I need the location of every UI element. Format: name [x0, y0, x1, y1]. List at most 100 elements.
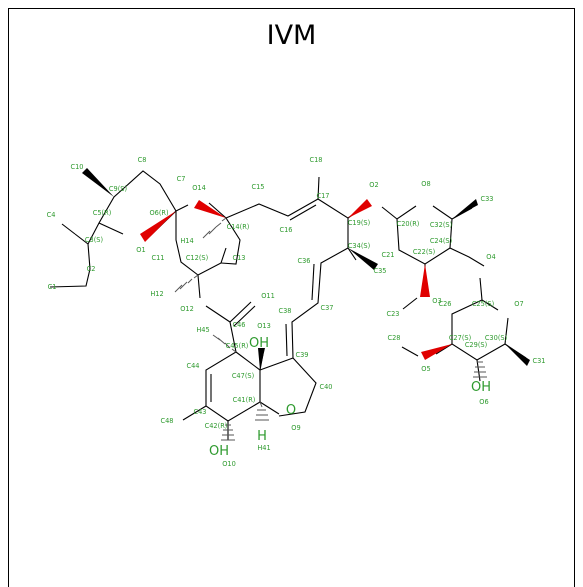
atom-label-o4: O4: [486, 253, 495, 261]
oxygen-wedge: [421, 344, 452, 360]
atom-label-c44: C44: [187, 362, 200, 370]
bond: [61, 223, 76, 235]
oxygen-wedge: [420, 264, 430, 297]
atom-label-o2: O2: [369, 181, 378, 189]
oxygen-wedge: [194, 200, 226, 218]
atom-label-c19: C19(S): [348, 219, 370, 227]
atom-label-o6: O6(R): [149, 209, 168, 217]
atom-label-c2: C2: [87, 265, 96, 273]
atom-label-h41: H41: [257, 444, 270, 452]
atom-label-c46: C46: [233, 321, 246, 329]
bond: [435, 343, 453, 355]
hashed-wedge: [174, 274, 199, 293]
bond: [451, 299, 509, 361]
atom-label-o13: O13: [257, 322, 271, 330]
atom-label-o3: O3: [432, 297, 441, 305]
atom-label-h45: H45: [196, 326, 209, 334]
stereo-wedge: [452, 199, 478, 219]
atom-label-c7: C7: [177, 175, 186, 183]
atom-label-c33: C33: [481, 195, 494, 203]
oxygen-wedge: [140, 211, 176, 242]
atom-label-c16: C16: [280, 226, 293, 234]
atom-label-c45: C45(R): [226, 342, 249, 350]
stereo-wedge: [505, 344, 530, 366]
atom-label-c22: C22(S): [413, 248, 435, 256]
hashed-wedge: [221, 424, 235, 441]
bond: [317, 198, 357, 261]
hashed-wedge: [202, 217, 227, 239]
hashed-wedge: [473, 361, 487, 378]
atom-label-c3: C3(S): [85, 236, 103, 244]
bond: [49, 233, 91, 288]
bond: [396, 218, 451, 265]
atom-label-c32: C32(S): [430, 221, 452, 229]
atom-label-c24: C24(S): [430, 237, 452, 245]
stereo-wedge: [258, 348, 265, 370]
oxygen-wedge: [348, 199, 372, 218]
atom-label-c28: C28: [388, 334, 401, 342]
atom-label-c42: C42(R): [205, 422, 228, 430]
diagram-frame: [8, 8, 575, 587]
atom-label-c41: C41(R): [233, 396, 256, 404]
atom-label-c43: C43: [194, 408, 207, 416]
atom-label-c12: C12(S): [186, 254, 208, 262]
atom-label-c9: C9(S): [109, 185, 127, 193]
atom-label-c26: C26: [439, 300, 452, 308]
bond: [289, 204, 317, 221]
bond: [205, 321, 261, 422]
bond: [182, 405, 207, 421]
bond: [311, 263, 315, 301]
hetero-label-oh6: OH: [471, 380, 491, 395]
atom-label-o6b: O6: [479, 398, 488, 406]
wedge-layer: [82, 168, 530, 441]
bond: [208, 202, 241, 265]
atom-label-h12: H12: [150, 290, 163, 298]
atom-label-o9: O9: [291, 424, 300, 432]
atom-label-c37: C37: [321, 304, 334, 312]
diagram-title: IVM: [266, 20, 317, 51]
atom-label-c13: C13: [233, 254, 246, 262]
atom-label-o5: O5: [421, 365, 430, 373]
atom-label-o1: O1: [136, 246, 145, 254]
atom-label-h14: H14: [180, 237, 193, 245]
bond: [259, 357, 317, 417]
stereo-wedge: [82, 168, 114, 197]
atom-label-o7: O7: [514, 300, 523, 308]
atom-label-c30: C30(S): [485, 334, 507, 342]
atom-label-o11: O11: [261, 292, 275, 300]
atom-label-c17: C17: [317, 192, 330, 200]
atom-label-c34: C34(S): [348, 242, 370, 250]
stereo-wedge: [348, 248, 378, 270]
hetero-label-h41a: H: [257, 429, 267, 444]
atom-label-c39: C39: [296, 351, 309, 359]
bond: [291, 247, 349, 359]
bond: [476, 359, 481, 382]
atom-label-c20: C20(R): [397, 220, 420, 228]
atom-label-c27: C27(S): [449, 334, 471, 342]
bond: [233, 305, 256, 327]
bond: [98, 222, 124, 235]
atom-label-o12: O12: [180, 305, 194, 313]
atom-label-c15: C15: [252, 183, 265, 191]
bond: [402, 297, 418, 310]
hetero-label-oh13: OH: [249, 336, 269, 351]
atom-label-c48: C48: [161, 417, 174, 425]
bond: [381, 205, 417, 220]
bond: [175, 211, 227, 276]
atom-label-c10: C10: [71, 163, 84, 171]
atom-label-c29: C29(S): [465, 341, 487, 349]
bond: [259, 401, 280, 415]
atom-label-c36: C36: [298, 257, 311, 265]
atom-label-c35: C35: [374, 267, 387, 275]
hashed-wedge: [212, 334, 237, 353]
atom-label-c8: C8: [138, 156, 147, 164]
atom-label-c1: C1: [48, 283, 57, 291]
atom-label-o10: O10: [222, 460, 236, 468]
atom-label-c14: C14(R): [227, 223, 250, 231]
atom-label-c25: C25(S): [472, 300, 494, 308]
bond-layer: [49, 170, 527, 440]
bond: [401, 346, 419, 357]
atom-label-o14: O14: [192, 184, 206, 192]
